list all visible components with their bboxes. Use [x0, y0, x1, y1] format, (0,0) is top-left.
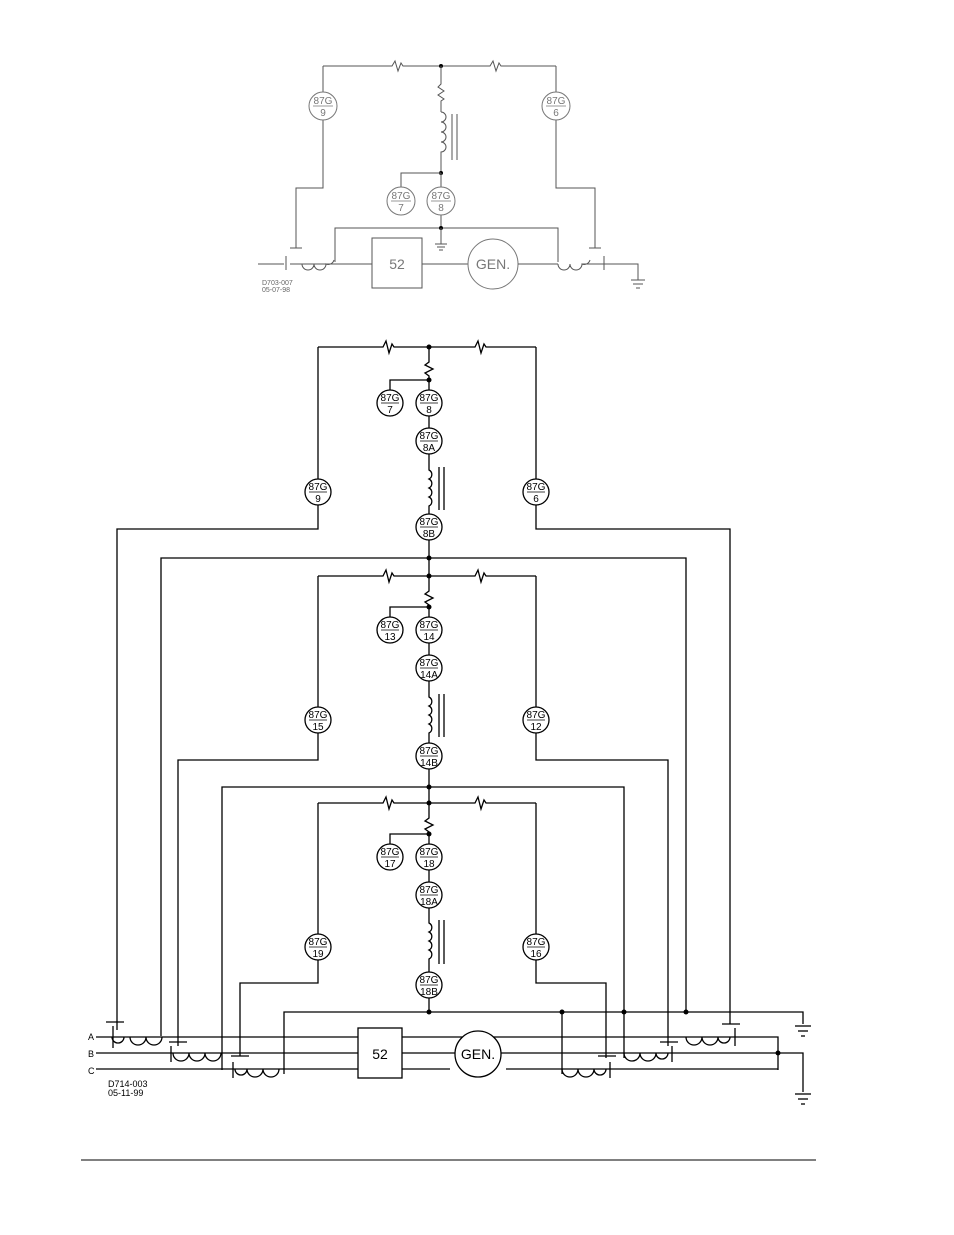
relay-number: 8	[426, 405, 432, 416]
relay-code: 87G	[420, 847, 439, 858]
svg-text:87G: 87G	[432, 191, 451, 202]
svg-text:87G: 87G	[547, 96, 566, 107]
breaker-52	[371, 237, 423, 289]
relay-code: 87G	[527, 482, 546, 493]
relay-number: 16	[530, 949, 542, 960]
svg-text:8: 8	[438, 203, 444, 214]
relay-number: 14B	[420, 758, 438, 769]
svg-text:9: 9	[320, 108, 326, 119]
diagram-1: 87G 9 87G 6 87G 7 87G 8 52 GEN. D703-007…	[258, 59, 645, 294]
relay-code: 87G	[420, 746, 439, 757]
relay-number: 7	[387, 405, 393, 416]
relay-code: 87G	[381, 620, 400, 631]
relay-87g-9: 87G 9	[308, 91, 338, 121]
relay-number: 18	[423, 859, 435, 870]
relay-code: 87G	[527, 937, 546, 948]
svg-text:87G: 87G	[392, 191, 411, 202]
relay-number: 15	[312, 722, 324, 733]
relay-code: 87G	[309, 710, 328, 721]
relay-number: 14	[423, 632, 435, 643]
generator-label: GEN.	[476, 256, 510, 272]
relay-code: 87G	[309, 482, 328, 493]
drawing-date: 05-07-98	[262, 287, 290, 294]
relay-number: 18B	[420, 987, 438, 998]
relay-number: 8B	[423, 529, 436, 540]
svg-text:7: 7	[398, 203, 404, 214]
generator-label-3ph: GEN.	[461, 1046, 495, 1062]
relay-number: 19	[312, 949, 324, 960]
svg-text:87G: 87G	[314, 96, 333, 107]
relay-number: 18A	[420, 897, 438, 908]
relay-code: 87G	[309, 937, 328, 948]
relay-number: 17	[384, 859, 396, 870]
relay-code: 87G	[420, 975, 439, 986]
drawing-date-2: 05-11-99	[108, 1088, 143, 1098]
phase-a-label: A	[88, 1032, 94, 1042]
relay-code: 87G	[420, 620, 439, 631]
relay-number: 13	[384, 632, 396, 643]
relay-code: 87G	[420, 517, 439, 528]
generator-3ph	[454, 1030, 502, 1078]
relay-code: 87G	[381, 847, 400, 858]
relay-87g-8: 87G 8	[426, 186, 456, 216]
drawing-id: D703-007	[262, 280, 293, 287]
diagram-2: 52 GEN. A B C D714-003 05-11-99	[88, 339, 811, 1105]
relay-code: 87G	[420, 885, 439, 896]
relay-code: 87G	[420, 393, 439, 404]
relay-code: 87G	[381, 393, 400, 404]
phase-b-label: B	[88, 1049, 94, 1059]
relay-number: 9	[315, 494, 321, 505]
relay-number: 12	[530, 722, 542, 733]
breaker-52-3ph	[357, 1027, 403, 1079]
relay-number: 6	[533, 494, 539, 505]
svg-text:6: 6	[553, 108, 559, 119]
relay-number: 14A	[420, 670, 438, 681]
breaker-label: 52	[389, 256, 405, 272]
relay-code: 87G	[420, 658, 439, 669]
breaker-label-3ph: 52	[372, 1046, 388, 1062]
relay-87g-6: 87G 6	[541, 91, 571, 121]
phase-c-label: C	[88, 1066, 95, 1076]
relay-code: 87G	[527, 710, 546, 721]
drawing-id-2: D714-003	[108, 1079, 148, 1089]
relay-number: 8A	[423, 443, 436, 454]
relay-87g-7: 87G 7	[386, 186, 416, 216]
relay-code: 87G	[420, 431, 439, 442]
diagram-2-relays: 87G787G887G8A87G987G687G8B87G1387G1487G1…	[304, 389, 550, 999]
